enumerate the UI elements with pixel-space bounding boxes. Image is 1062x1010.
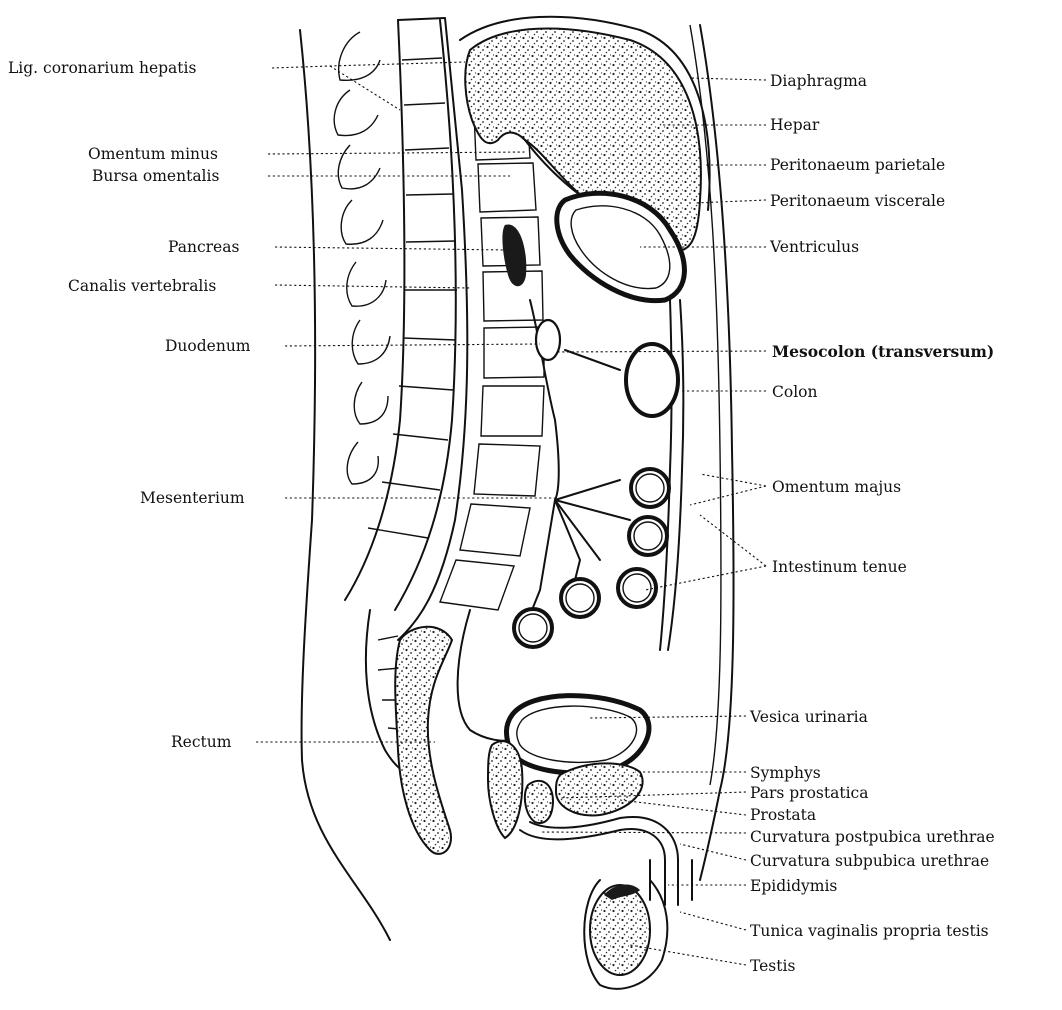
label-canalis-vertebralis: Canalis vertebralis [68,277,216,295]
label-testis: Testis [750,957,795,975]
seminal-region [488,741,522,838]
label-vesica-urinaria: Vesica urinaria [749,708,868,726]
label-lig-coronarium: Lig. coronarium hepatis [8,59,196,77]
label-peritonaeum-parietale: Peritonaeum parietale [770,156,945,174]
labels-right: Diaphragma Hepar Peritonaeum parietale P… [749,72,995,975]
label-mesocolon: Mesocolon (transversum) [772,342,994,361]
label-symphys: Symphys [750,764,821,782]
duodenum [536,320,560,360]
label-bursa-omentalis: Bursa omentalis [92,167,219,185]
label-prostata: Prostata [750,806,816,824]
label-peritonaeum-viscerale: Peritonaeum viscerale [770,192,945,210]
small-intestine-loops [514,469,669,647]
rectum [395,627,452,854]
label-diaphragma: Diaphragma [770,72,867,90]
label-omentum-majus: Omentum majus [772,478,901,496]
prostate [525,781,553,823]
label-duodenum: Duodenum [165,337,251,355]
labels-left: Lig. coronarium hepatis Omentum minus Bu… [8,59,251,751]
label-omentum-minus: Omentum minus [88,145,218,163]
label-intestinum-tenue: Intestinum tenue [772,558,907,576]
label-colon: Colon [772,383,817,401]
symphysis [556,763,643,815]
bladder [506,696,648,773]
label-ventriculus: Ventriculus [769,238,859,256]
label-tunica-vaginalis: Tunica vaginalis propria testis [750,922,989,940]
label-curvatura-subpubica: Curvatura subpubica urethrae [750,852,989,870]
label-pars-prostatica: Pars prostatica [750,784,868,802]
label-rectum: Rectum [171,733,232,751]
label-epididymis: Epididymis [750,877,837,895]
colon [626,344,678,416]
scrotum [584,880,667,989]
pancreas [502,224,526,286]
label-pancreas: Pancreas [168,238,239,256]
label-curvatura-postpubica: Curvatura postpubica urethrae [750,828,995,846]
label-hepar: Hepar [770,116,820,134]
label-mesenterium: Mesenterium [140,489,245,507]
